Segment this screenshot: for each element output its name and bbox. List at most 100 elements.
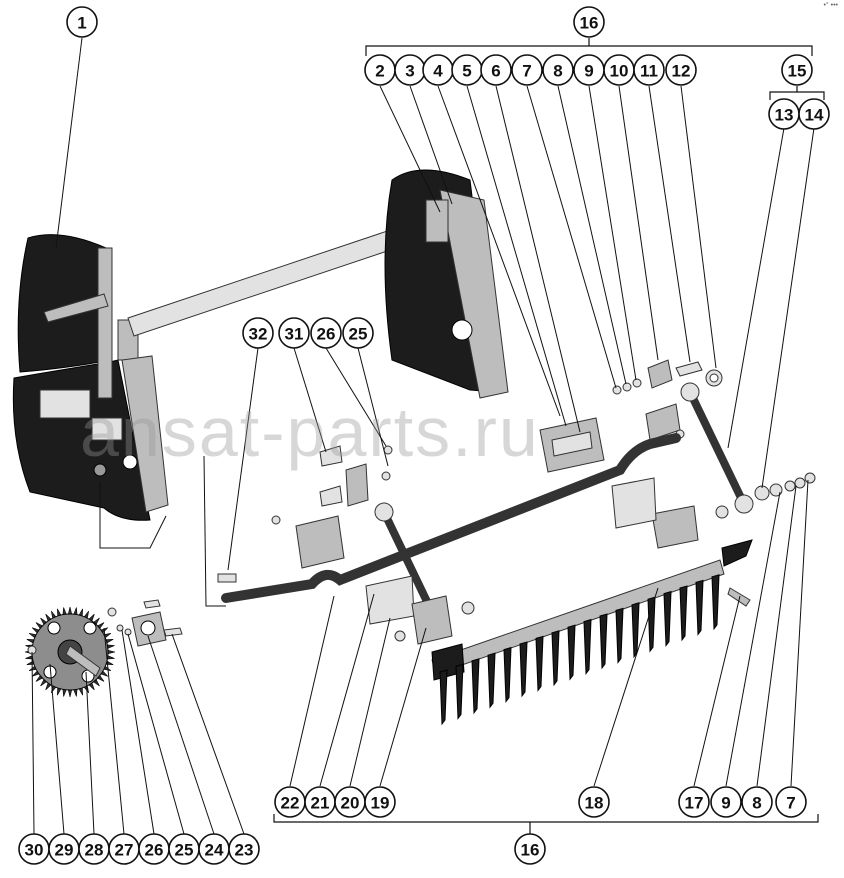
callout-11: 11 (633, 54, 665, 86)
callout-7-top: 7 (511, 54, 543, 86)
svg-text:18: 18 (585, 794, 604, 813)
knife-tooth (567, 624, 576, 681)
svg-text:24: 24 (205, 841, 224, 860)
callout-1: 1 (66, 6, 98, 38)
svg-text:31: 31 (285, 325, 304, 344)
knife-bar-with-teeth (431, 539, 753, 726)
callout-21: 21 (304, 786, 336, 818)
callout-14: 14 (798, 98, 830, 130)
svg-text:4: 4 (433, 62, 443, 81)
callout-16-top: 16 (573, 6, 605, 38)
knife-tooth (583, 618, 592, 676)
bottom-bracket-16 (273, 814, 819, 823)
knife-tooth (599, 613, 608, 670)
callout-28: 28 (78, 833, 110, 865)
svg-text:11: 11 (640, 62, 658, 81)
callout-29: 29 (48, 833, 80, 865)
svg-text:12: 12 (672, 62, 691, 81)
svg-text:22: 22 (281, 794, 300, 813)
svg-text:3: 3 (405, 62, 414, 81)
svg-text:8: 8 (752, 794, 761, 813)
knife-tooth (615, 607, 624, 664)
callout-7-bottom: 7 (775, 786, 807, 818)
knife-tooth (487, 652, 496, 709)
svg-text:14: 14 (805, 106, 824, 125)
svg-text:26: 26 (145, 841, 164, 860)
callout-18: 18 (578, 786, 610, 818)
svg-text:19: 19 (371, 794, 390, 813)
callout-22: 22 (274, 786, 306, 818)
knife-tooth (439, 669, 448, 726)
sprocket-tooth (106, 655, 115, 660)
parts-illustration (12, 169, 816, 726)
right-washers (715, 472, 816, 519)
callout-8-bottom: 8 (741, 786, 773, 818)
bar-blocks (295, 477, 699, 645)
knife-tooth (695, 579, 704, 636)
svg-text:7: 7 (786, 794, 795, 813)
callout-27: 27 (108, 833, 140, 865)
callout-10: 10 (603, 54, 635, 86)
callout-24: 24 (198, 833, 230, 865)
callout-30: 30 (18, 833, 50, 865)
callout-26-mid: 26 (310, 317, 342, 349)
group-brackets (273, 38, 825, 834)
svg-text:26: 26 (317, 325, 336, 344)
callout-12: 12 (665, 54, 697, 86)
corner-mark: •° ••• (823, 2, 838, 9)
svg-text:2: 2 (375, 62, 384, 81)
callout-6: 6 (480, 54, 512, 86)
knife-teeth (439, 574, 720, 726)
left-side-plate (12, 234, 169, 521)
svg-text:32: 32 (249, 325, 268, 344)
svg-text:8: 8 (553, 62, 562, 81)
sprocket-tooth (62, 688, 67, 697)
sprocket-tooth (107, 649, 116, 655)
sprocket-tooth (106, 644, 115, 649)
knife-tooth (455, 663, 464, 720)
mid-bearing-blocks (539, 403, 685, 473)
svg-text:21: 21 (311, 794, 330, 813)
svg-text:5: 5 (462, 62, 471, 81)
callout-23: 23 (228, 833, 260, 865)
svg-text:27: 27 (115, 841, 134, 860)
svg-text:16: 16 (521, 841, 540, 860)
svg-text:25: 25 (175, 841, 194, 860)
svg-text:17: 17 (685, 794, 704, 813)
callout-5: 5 (451, 54, 483, 86)
svg-text:15: 15 (788, 62, 807, 81)
callout-9-top: 9 (573, 54, 605, 86)
svg-text:9: 9 (721, 794, 730, 813)
svg-text:25: 25 (349, 325, 368, 344)
knife-tooth (503, 646, 512, 704)
callout-2: 2 (364, 54, 396, 86)
sprocket-tooth (67, 689, 73, 698)
svg-text:16: 16 (580, 14, 599, 33)
knife-tooth (679, 585, 688, 642)
callout-25-mid: 25 (342, 317, 374, 349)
sprocket-tooth (62, 607, 67, 616)
knife-tooth (519, 641, 528, 698)
callout-26-bottom: 26 (138, 833, 170, 865)
knife-tooth (711, 574, 720, 631)
svg-text:20: 20 (341, 794, 360, 813)
svg-text:23: 23 (235, 841, 254, 860)
callout-9-bottom: 9 (710, 786, 742, 818)
svg-text:1: 1 (77, 14, 86, 33)
sprocket-tooth (67, 606, 73, 615)
knife-tooth (551, 630, 560, 687)
right-side-plate (384, 169, 509, 399)
callout-16-bottom: 16 (514, 833, 546, 865)
upper-hardware (612, 359, 723, 395)
svg-text:7: 7 (522, 62, 531, 81)
svg-text:30: 30 (25, 841, 44, 860)
svg-text:29: 29 (55, 841, 74, 860)
connecting-rods (374, 382, 754, 616)
sprocket-tooth (73, 607, 78, 616)
svg-text:9: 9 (584, 62, 593, 81)
callout-32: 32 (242, 317, 274, 349)
callout-layer: 1 16 2 3 4 5 6 7 8 9 10 11 12 15 13 14 3… (18, 6, 830, 865)
knife-drive-bar (221, 433, 681, 603)
svg-text:10: 10 (610, 62, 629, 81)
